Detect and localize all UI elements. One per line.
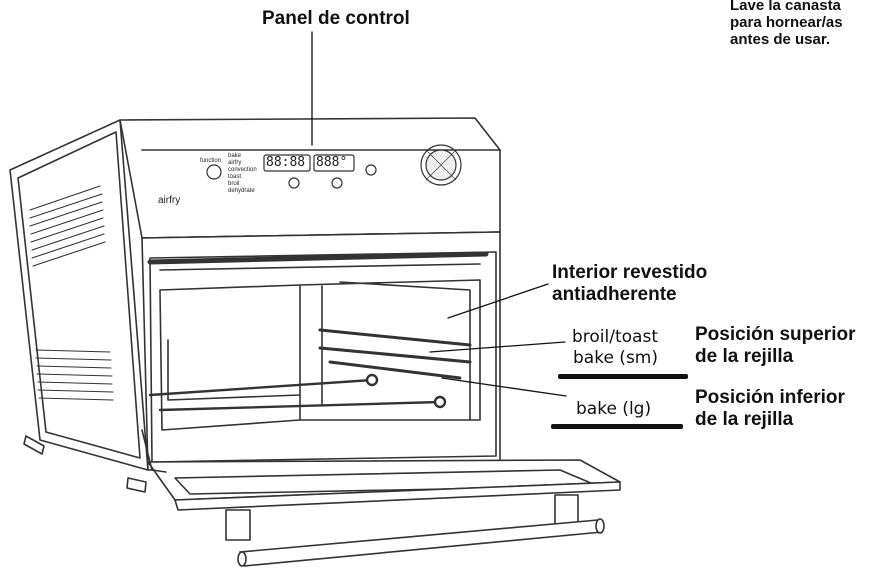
oven-side-panel [9,119,149,493]
door-handle-post-left [225,509,251,541]
mode-list: bake airfry convection toast broil dehyd… [228,153,257,195]
upper-rack-underline [558,374,688,379]
mode-item: toast [228,174,242,180]
rack-rods [148,373,447,412]
door-handle-post-right [554,494,579,526]
oven-door-open [141,429,621,567]
mode-item: airfry [228,160,242,166]
control-panel [206,144,462,189]
upper-rack-modes: broil/toast bake (sm) [572,327,658,368]
function-button[interactable] [206,164,222,180]
leader-upper-rack [429,341,566,353]
leader-interior-lining [447,283,549,319]
lower-rack-underline [551,424,683,429]
oven-front-frame [141,231,501,471]
left-foot [23,435,45,455]
mode-item: dehydrate [228,188,255,194]
side-vent-slots-lower [35,349,114,401]
front-foot [126,477,147,493]
time-knob-button[interactable] [288,177,300,189]
lower-rack-mode: bake (lg) [576,399,652,419]
temp-knob-button[interactable] [331,177,343,189]
mode-item: broil [228,181,240,187]
time-display-digits: 88:88 [266,155,306,170]
side-vent-slots-upper [29,185,106,267]
start-button[interactable] [365,164,377,176]
temp-display [313,154,355,172]
function-button-label: function [200,158,222,164]
leader-lines [311,31,567,397]
oven-interior [159,279,481,431]
lower-rack-position-label: Posición inferior de la rejilla [695,387,845,430]
leader-lower-rack [441,377,567,397]
interior-lining-label: Interior revestido antiadherente [552,262,708,305]
selector-dial[interactable] [420,144,462,186]
mode-item: bake [228,153,242,159]
upper-rack-position-label: Posición superior de la rejilla [695,324,856,367]
wash-basket-note: Lave la canasta para hornear/as antes de… [730,0,843,48]
mode-item: convection [228,167,257,173]
temp-display-digits: 888° [316,155,348,170]
door-handle-bar [239,519,603,567]
control-panel-label: Panel de control [262,8,410,29]
time-display [263,154,311,172]
brand-logo: airfry [158,195,181,206]
